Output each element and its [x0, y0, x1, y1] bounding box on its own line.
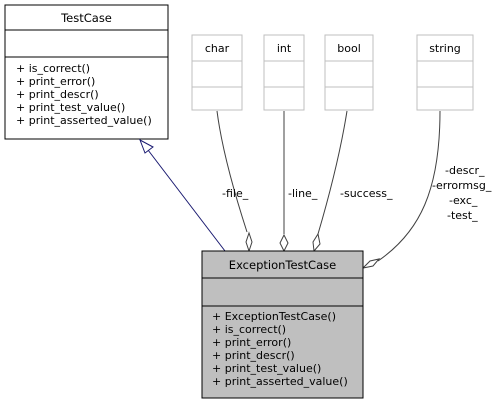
edge-label-test: -test_	[447, 209, 478, 222]
edge-label-file: -file_	[222, 187, 249, 200]
association-edge-success: -success_	[312, 110, 393, 253]
class-name-exceptiontestcase: ExceptionTestCase	[229, 258, 336, 272]
method-testcase-3: + print_test_value()	[16, 101, 125, 114]
association-edge-string: -descr_ -errormsg_ -exc_ -test_	[361, 110, 492, 269]
method-testcase-4: + print_asserted_value()	[16, 114, 152, 127]
class-box-char[interactable]: char	[191, 34, 243, 111]
method-exception-3: + print_descr()	[212, 349, 295, 362]
method-testcase-2: + print_descr()	[16, 88, 99, 101]
class-name-bool: bool	[337, 42, 361, 55]
class-name-testcase: TestCase	[60, 11, 112, 25]
edge-label-exc: -exc_	[449, 194, 478, 207]
method-exception-2: + print_error()	[212, 336, 291, 349]
class-name-int: int	[277, 42, 292, 55]
edge-label-line: -line_	[288, 187, 318, 200]
association-edge-file: -file_	[216, 110, 253, 253]
edge-label-errormsg: -errormsg_	[432, 179, 492, 192]
class-box-testcase[interactable]: TestCase + is_correct() + print_error() …	[4, 4, 169, 140]
class-name-char: char	[205, 42, 230, 55]
class-box-string[interactable]: string	[416, 34, 474, 111]
edge-label-success: -success_	[340, 187, 393, 200]
class-name-string: string	[429, 42, 461, 55]
method-testcase-1: + print_error()	[16, 75, 95, 88]
method-testcase-0: + is_correct()	[16, 62, 90, 75]
method-exception-5: + print_asserted_value()	[212, 375, 348, 388]
class-box-bool[interactable]: bool	[324, 34, 374, 111]
method-exception-0: + ExceptionTestCase()	[212, 310, 336, 323]
edge-label-descr: -descr_	[445, 164, 485, 177]
inheritance-edge	[139, 138, 226, 252]
class-box-int[interactable]: int	[263, 34, 305, 111]
method-exception-4: + print_test_value()	[212, 362, 321, 375]
method-exception-1: + is_correct()	[212, 323, 286, 336]
association-edge-line: -line_	[279, 111, 318, 253]
class-box-exceptiontestcase[interactable]: ExceptionTestCase + ExceptionTestCase() …	[201, 250, 364, 399]
